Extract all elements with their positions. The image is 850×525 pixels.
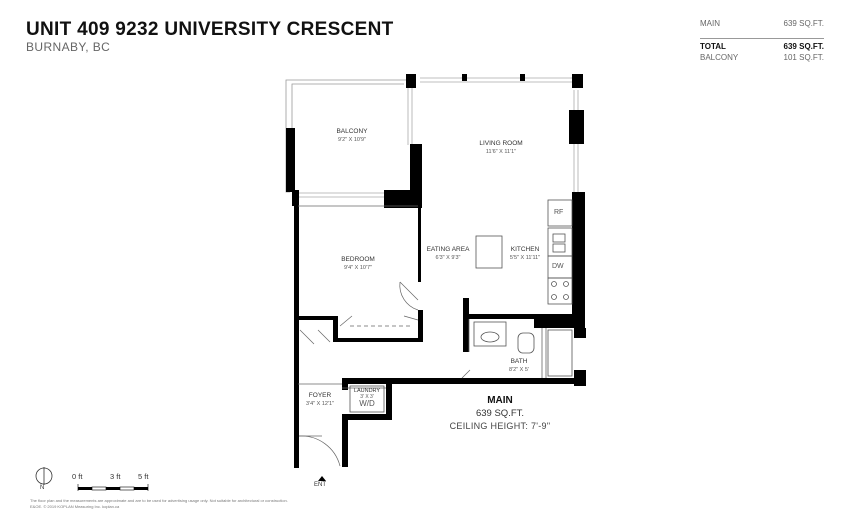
interior-lines [298, 205, 547, 389]
level-summary: MAIN 639 SQ.FT. CEILING HEIGHT: 7'-9" [445, 395, 555, 431]
room-label-balcony: BALCONY 9'2" X 10'9" [322, 128, 382, 144]
room-name: LAUNDRY [353, 388, 381, 394]
ceiling-height: CEILING HEIGHT: 7'-9" [449, 421, 551, 431]
room-name: FOYER [308, 392, 332, 399]
room-dimension: 9'4" X 10'7" [343, 265, 373, 271]
fridge-label: RF [554, 209, 564, 216]
area-value: 101 SQ.FT. [783, 53, 824, 62]
room-dimension: 6'3" X 9'3" [435, 255, 461, 261]
area-label: TOTAL [700, 42, 726, 51]
area-label: MAIN [700, 19, 720, 28]
area-value: 639 SQ.FT. [783, 42, 824, 51]
page-subtitle: BURNABY, BC [26, 40, 111, 54]
room-dimension: 5'5" X 11'11" [509, 255, 541, 261]
room-label-foyer: FOYER 3'4" X 12'1" [300, 392, 340, 408]
room-dimension: 8'2" X 5' [509, 367, 529, 373]
level-name: MAIN [487, 395, 513, 406]
washer-dryer-label: W/D [359, 399, 375, 408]
area-row-main: MAIN 639 SQ.FT. [700, 18, 824, 29]
room-name: BALCONY [336, 128, 368, 135]
page-title: UNIT 409 9232 UNIVERSITY CRESCENT [26, 19, 394, 40]
area-row-total: TOTAL 639 SQ.FT. [700, 41, 824, 52]
compass-label: N [40, 485, 45, 491]
area-summary-table: MAIN 639 SQ.FT. TOTAL 639 SQ.FT. BALCONY… [700, 18, 824, 63]
room-label-eating-area: EATING AREA 6'3" X 9'3" [420, 246, 476, 262]
room-label-laundry: LAUNDRY 3' X 3' W/D [350, 388, 384, 408]
entry-arrow-icon [318, 476, 326, 481]
room-dimension: 11'6" X 11'1" [485, 149, 517, 155]
walls [286, 74, 586, 468]
laundry-box [349, 385, 385, 413]
divider [700, 38, 824, 39]
room-name: BATH [510, 358, 528, 365]
kitchen-fixtures [475, 199, 573, 305]
room-label-living-room: LIVING ROOM 11'6" X 11'1" [466, 140, 536, 156]
area-label: BALCONY [700, 53, 739, 62]
bath-fixtures [473, 321, 573, 377]
room-name: KITCHEN [510, 246, 540, 253]
dishwasher-label: DW [552, 263, 564, 270]
scale-label-3: 3 ft [110, 472, 121, 481]
room-dimension: 3' X 3' [360, 394, 374, 400]
room-dimension: 3'4" X 12'1" [305, 401, 335, 407]
room-label-kitchen: KITCHEN 5'5" X 11'11" [503, 246, 547, 262]
copyright-line: E&OE. © 2019 KOPLAN Measuring Inc. kopla… [30, 504, 120, 509]
room-dimension: 9'2" X 10'9" [337, 137, 367, 143]
disclaimer: The floor plan and the measurements are … [30, 498, 450, 510]
doors [298, 281, 471, 467]
scale-bar [77, 484, 149, 491]
scale-label-0: 0 ft [72, 472, 83, 481]
room-name: LIVING ROOM [479, 140, 523, 147]
scale-label-5: 5 ft [138, 472, 149, 481]
entry-label: ENT [314, 482, 326, 488]
room-name: BEDROOM [341, 256, 375, 263]
compass-icon [35, 467, 53, 485]
room-label-bath: BATH 8'2" X 5' [500, 358, 538, 374]
room-label-bedroom: BEDROOM 9'4" X 10'7" [328, 256, 388, 272]
area-value: 639 SQ.FT. [783, 19, 824, 28]
disclaimer-line: The floor plan and the measurements are … [30, 498, 288, 503]
level-area: 639 SQ.FT. [475, 408, 525, 419]
room-name: EATING AREA [426, 246, 470, 253]
area-row-balcony: BALCONY 101 SQ.FT. [700, 52, 824, 63]
